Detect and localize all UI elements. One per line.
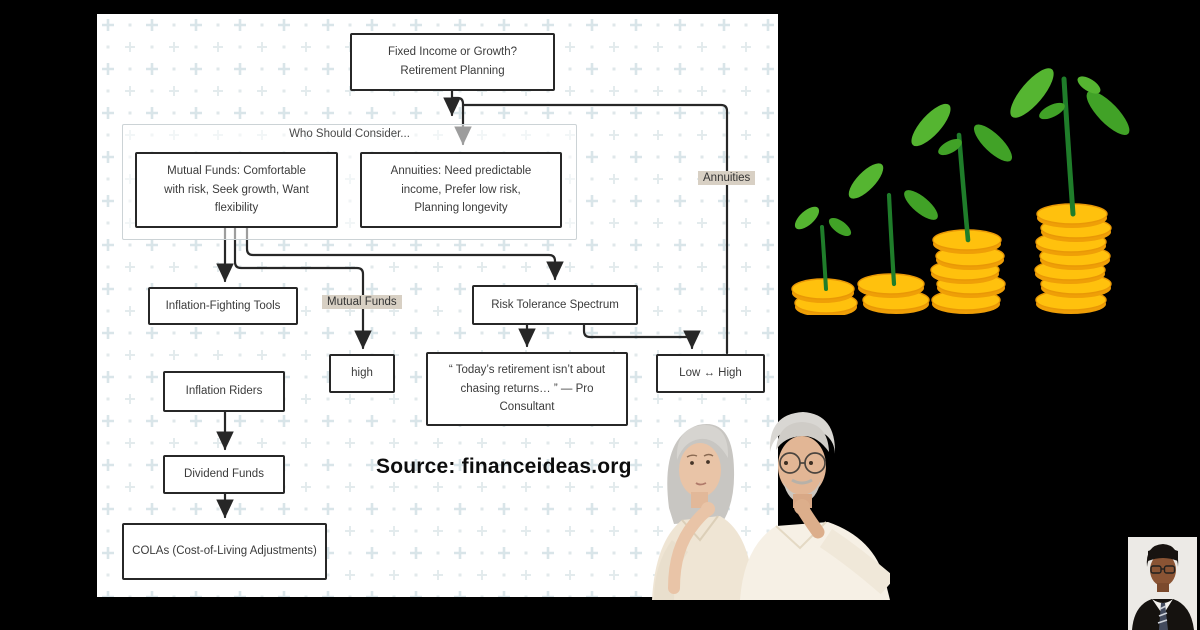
author-portrait-photo: [1128, 537, 1197, 630]
node-dividend-funds: Dividend Funds: [163, 455, 285, 494]
node-colas: COLAs (Cost-of-Living Adjustments): [122, 523, 327, 580]
plant-3: [911, 103, 1013, 314]
money-plants-illustration: [791, 68, 1130, 315]
plant-1: [791, 206, 858, 315]
source-credit: Source: financeideas.org: [376, 455, 632, 478]
node-mutual-funds-profile: Mutual Funds: Comfortable with risk, See…: [135, 152, 338, 228]
plant-4: [1010, 68, 1130, 314]
node-root-question: Fixed Income or Growth? Retirement Plann…: [350, 33, 555, 91]
flowchart-connectors: [216, 89, 729, 519]
thinking-seniors-photo: [652, 412, 890, 600]
node-annuities-profile: Annuities: Need predictable income, Pref…: [360, 152, 562, 228]
node-consultant-quote: “ Today’s retirement isn’t about chasing…: [426, 352, 628, 426]
node-inflation-fighting-tools: Inflation-Fighting Tools: [148, 287, 298, 325]
group-label: Who Should Consider...: [289, 128, 410, 140]
plant-2: [848, 163, 938, 314]
edge-label-annuities: Annuities: [698, 171, 756, 185]
node-low-high: Low ↔ High: [656, 354, 765, 393]
node-high: high: [329, 354, 395, 393]
edge-label-mutual-funds: Mutual Funds: [322, 295, 402, 309]
senior-woman: [652, 423, 754, 600]
node-risk-tolerance-spectrum: Risk Tolerance Spectrum: [472, 285, 638, 325]
senior-man: [740, 412, 890, 600]
flowchart-panel: Fixed Income or Growth? Retirement Plann…: [97, 14, 778, 597]
node-inflation-riders: Inflation Riders: [163, 371, 285, 412]
